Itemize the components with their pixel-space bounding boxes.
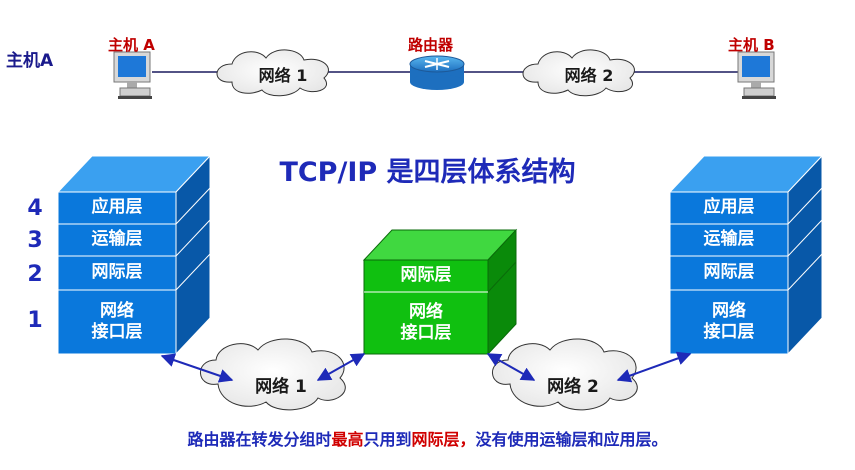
host-a-computer-icon: [113, 51, 152, 99]
left-internet-layer: 网际层: [91, 262, 143, 283]
right-protocol-stack: [668, 154, 824, 356]
right-application-layer: 应用层: [703, 197, 755, 218]
top-cloud-network-2: [522, 49, 635, 97]
right-internet-layer: 网际层: [703, 262, 755, 283]
router-icon: [409, 55, 465, 90]
host-b-label: 主机 B: [728, 36, 775, 54]
left-protocol-stack: [56, 154, 212, 356]
router-network-interface-layer: 网络 接口层: [400, 301, 452, 343]
arrow-net1-to-router: [316, 353, 366, 381]
router-internet-layer: 网际层: [400, 265, 452, 286]
host-b-computer-icon: [737, 51, 776, 99]
top-net2-label: 网络 2: [564, 66, 614, 85]
left-transport-layer: 运输层: [91, 229, 143, 250]
router-label: 路由器: [408, 36, 454, 54]
arrow-net2-to-right: [616, 351, 692, 383]
diagram-title: TCP/IP 是四层体系结构: [279, 157, 576, 188]
note-part3: 没有使用运输层和应用层。: [475, 430, 668, 449]
arrow-router-to-net2: [486, 353, 536, 381]
side-title: 主机A: [6, 51, 54, 71]
bottom-note: 路由器在转发分组时最高只用到网际层，没有使用运输层和应用层。: [0, 426, 855, 450]
host-a-label: 主机 A: [108, 36, 155, 54]
left-application-layer: 应用层: [91, 197, 143, 218]
right-network-interface-layer: 网络 接口层: [703, 300, 755, 342]
left-network-interface-layer: 网络 接口层: [91, 300, 143, 342]
right-transport-layer: 运输层: [703, 229, 755, 250]
router-protocol-stack: [362, 228, 518, 356]
note-highlight-2: 网际层，: [411, 430, 476, 449]
arrow-left-to-net1: [160, 353, 234, 383]
layer-number-3: 3: [27, 228, 43, 253]
top-cloud-network-1: [216, 49, 329, 97]
layer-number-4: 4: [27, 196, 43, 221]
top-net1-label: 网络 1: [258, 66, 308, 85]
note-highlight-1: 最高: [331, 430, 364, 449]
bottom-net2-label: 网络 2: [547, 377, 599, 397]
note-part1: 路由器在转发分组时: [187, 430, 332, 449]
layer-number-1: 1: [27, 308, 43, 333]
layer-number-2: 2: [27, 262, 43, 287]
note-part2: 只用到: [363, 430, 412, 449]
bottom-net1-label: 网络 1: [255, 377, 307, 397]
